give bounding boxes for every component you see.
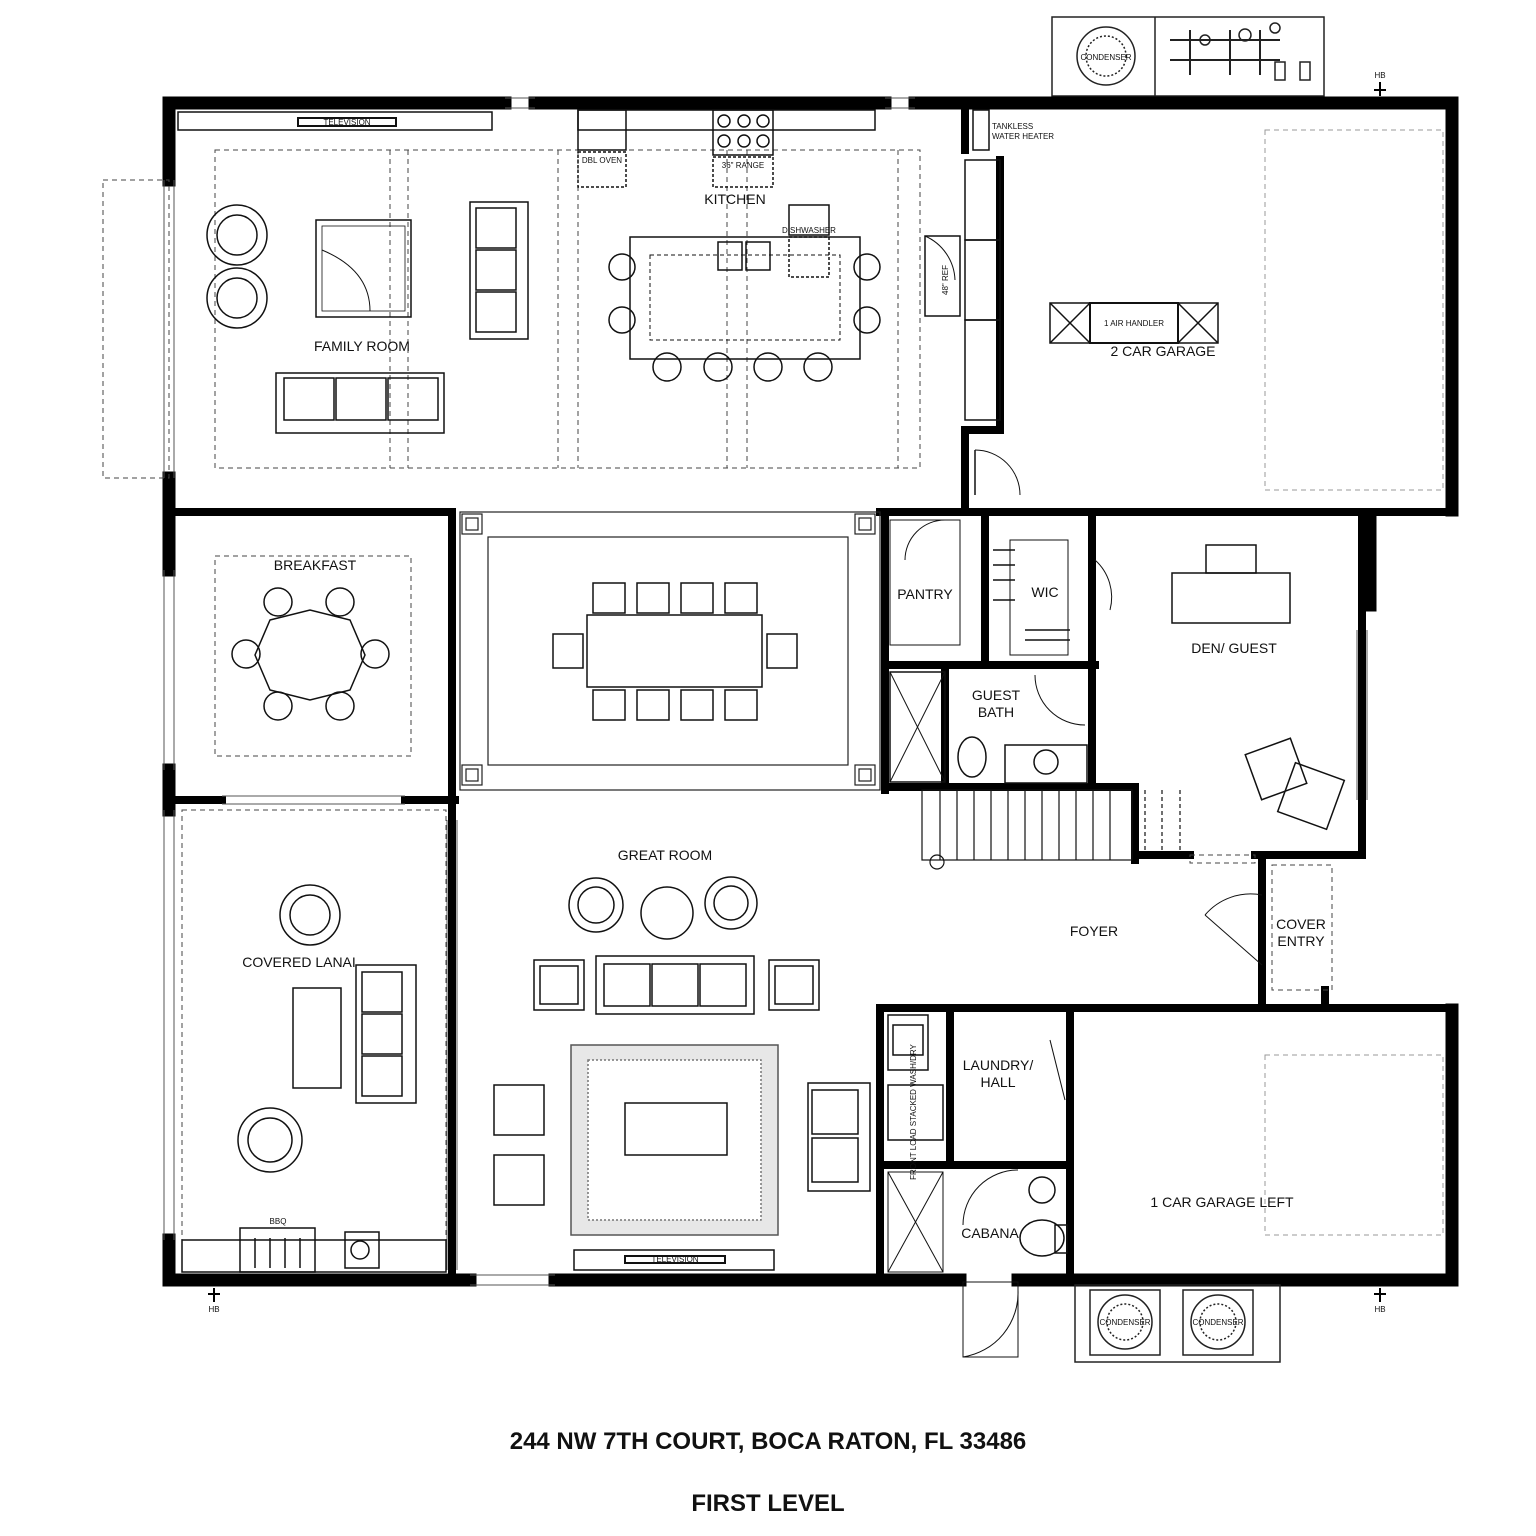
- label-kitchen: KITCHEN: [704, 191, 765, 207]
- label-condenser-2: CONDENSER: [1192, 1318, 1243, 1327]
- label-guest-bath-line2: BATH: [978, 704, 1014, 720]
- label-laundry-line2: HALL: [980, 1074, 1015, 1090]
- label-cover-entry-line2: ENTRY: [1277, 933, 1325, 949]
- fixture-labels: TANKLESS WATER HEATER 1 AIR HANDLER DISH…: [208, 53, 1385, 1327]
- label-breakfast: BREAKFAST: [274, 557, 357, 573]
- label-laundry-line1: LAUNDRY/: [963, 1057, 1034, 1073]
- label-wic: WIC: [1031, 584, 1058, 600]
- service-fixtures: [887, 1014, 1068, 1358]
- label-range: 36" RANGE: [722, 161, 764, 170]
- label-refrigerator: 48" REF: [941, 265, 950, 295]
- label-den-guest: DEN/ GUEST: [1191, 640, 1277, 656]
- dashed-outlines: [102, 129, 1444, 1241]
- great-room-furniture: [493, 876, 871, 1271]
- dining-furniture: [231, 582, 798, 721]
- label-tankless-line1: TANKLESS: [992, 122, 1033, 131]
- label-television-top: TELEVISION: [323, 118, 370, 127]
- label-one-car-garage: 1 CAR GARAGE LEFT: [1150, 1194, 1294, 1210]
- hose-bib-markers: [208, 82, 1386, 1302]
- lanai-furniture: [181, 884, 447, 1273]
- label-family-room: FAMILY ROOM: [314, 338, 410, 354]
- label-guest-bath-line1: GUEST: [972, 687, 1021, 703]
- label-great-room: GREAT ROOM: [618, 847, 712, 863]
- label-pantry: PANTRY: [897, 586, 953, 602]
- label-covered-lanai: COVERED LANAI: [242, 954, 356, 970]
- condensers-bottom: [1074, 1284, 1281, 1363]
- label-hose-bib-top: HB: [1374, 71, 1385, 80]
- label-oven: DBL OVEN: [582, 156, 622, 165]
- label-hose-bib-left: HB: [208, 1305, 219, 1314]
- label-cover-entry-line1: COVER: [1276, 916, 1326, 932]
- label-air-handler: 1 AIR HANDLER: [1104, 319, 1164, 328]
- property-address: 244 NW 7TH COURT, BOCA RATON, FL 33486: [509, 1428, 1027, 1455]
- windows: [163, 97, 1368, 1286]
- family-room-furniture: [177, 111, 529, 434]
- label-hose-bib-right: HB: [1374, 1305, 1385, 1314]
- core-fixtures: [889, 519, 1346, 831]
- label-condenser-3: CONDENSER: [1099, 1318, 1150, 1327]
- label-cabana: CABANA: [961, 1225, 1019, 1241]
- garage-fixtures: [972, 109, 1219, 496]
- label-television-bottom: TELEVISION: [651, 1255, 698, 1264]
- interior-walls: [165, 104, 1456, 1284]
- doors: [1094, 559, 1263, 966]
- exterior-walls: [162, 96, 1459, 1287]
- label-washer: FRONT LOAD STACKED WASH/DRY: [909, 1043, 918, 1179]
- room-labels: FAMILY ROOM KITCHEN 2 CAR GARAGE BREAKFA…: [242, 191, 1326, 1241]
- level-title: FIRST LEVEL: [691, 1490, 845, 1517]
- label-two-car-garage: 2 CAR GARAGE: [1110, 343, 1215, 359]
- label-condenser-top: CONDENSER: [1080, 53, 1131, 62]
- label-foyer: FOYER: [1070, 923, 1118, 939]
- equipment-pad-top: [1051, 16, 1325, 97]
- dining-frame: [459, 511, 881, 791]
- label-bbq: BBQ: [270, 1217, 287, 1226]
- kitchen-fixtures: [577, 109, 1001, 421]
- stairs: [921, 789, 1181, 870]
- label-dishwasher: DISHWASHER: [782, 226, 836, 235]
- label-tankless-line2: WATER HEATER: [992, 132, 1054, 141]
